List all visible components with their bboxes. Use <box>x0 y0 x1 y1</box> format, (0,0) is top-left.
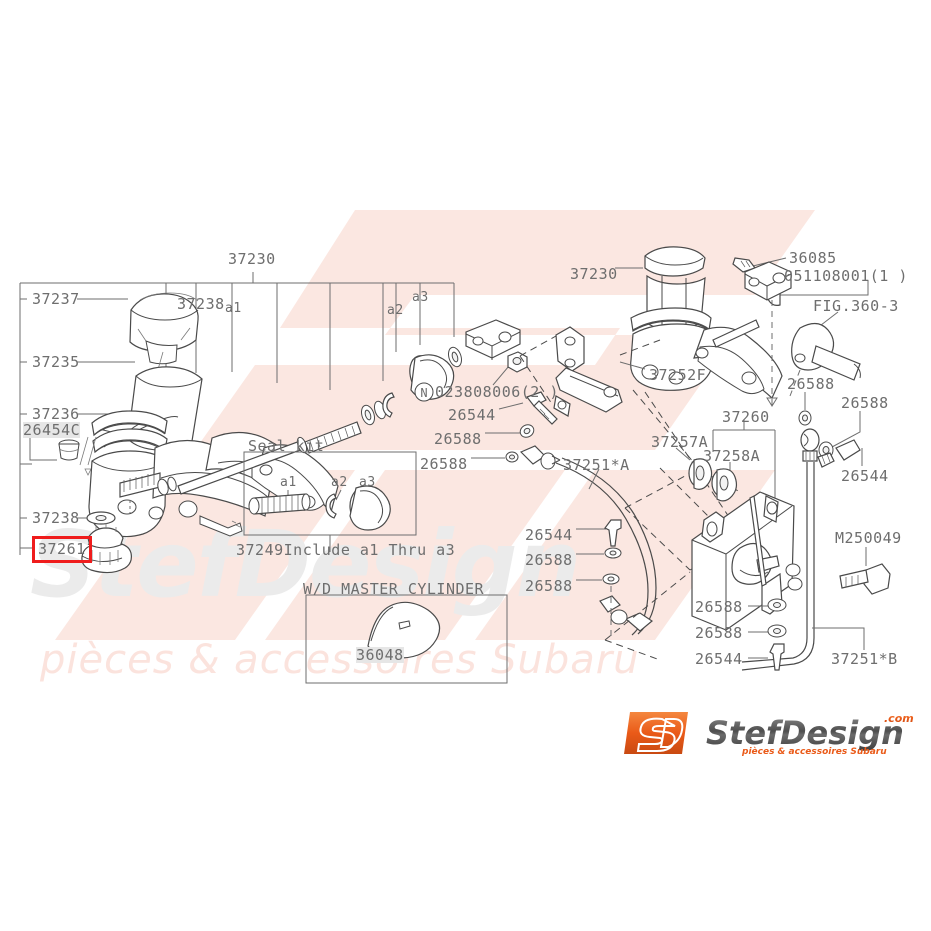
callout-37260: 37260 <box>722 408 770 426</box>
part-m250049-bolt <box>839 547 891 595</box>
part-26588-washer-a <box>485 424 535 438</box>
wd-master-cylinder-box <box>305 594 508 684</box>
callout-26588-g: 26588 <box>695 598 743 616</box>
callout-26588-c: 26588 <box>525 551 573 569</box>
part-26588-washer-c <box>576 547 622 559</box>
callout-37235: 37235 <box>32 353 80 371</box>
callout-37238-upper: 37238 <box>177 295 225 313</box>
logo-mark-sd <box>624 712 688 754</box>
callout-051108001: 051108001(1 ) <box>784 267 908 285</box>
part-26588-washer-g <box>748 598 787 612</box>
callout-fig-360-3: FIG.360-3 <box>813 297 899 315</box>
part-37237-reservoir-cap <box>77 292 199 365</box>
callout-37238-lower: 37238 <box>32 509 80 527</box>
part-26454c-cup <box>58 436 97 476</box>
callout-a3-sealkit: a3 <box>359 475 376 490</box>
callout-37236: 37236 <box>32 405 80 423</box>
part-37257a-bushing <box>675 447 713 490</box>
callout-26454c: 26454C <box>23 421 81 439</box>
part-37251a-clutch-hose <box>519 445 657 636</box>
part-26544-bolt-c <box>817 439 863 468</box>
callout-a2-sealkit: a2 <box>331 475 348 490</box>
svg-text:N: N <box>420 386 427 400</box>
stefdesign-logo[interactable]: StefDesign .com pièces & accessoires Sub… <box>622 706 922 760</box>
part-37251b-pipe <box>741 428 865 671</box>
part-26588-washer-d <box>576 573 620 640</box>
symbol-n-circle: N <box>414 382 434 402</box>
part-37230-clutch-master-cylinder-right <box>615 246 783 400</box>
callout-26588-a: 26588 <box>434 430 482 448</box>
logo-wordmark: StefDesign <box>706 714 904 752</box>
part-37236-seal-band <box>77 410 168 454</box>
part-051108001-clip <box>744 261 869 407</box>
part-37258a-bushing <box>711 462 738 502</box>
callout-seal-kit-title: Seal kit <box>248 437 325 455</box>
callout-37258a: 37258A <box>703 447 761 465</box>
logo-domain-suffix: .com <box>884 712 914 725</box>
part-26544-bolt-d <box>748 643 785 671</box>
part-26588-washer-h <box>748 624 787 638</box>
callout-26588-e: 26588 <box>787 375 835 393</box>
callout-26544-d: 26544 <box>695 650 743 668</box>
logo-tagline: pièces & accessoires Subaru <box>741 746 887 757</box>
callout-a3-upper: a3 <box>412 290 429 305</box>
part-37238-washer-lower <box>77 500 131 525</box>
callout-26588-h: 26588 <box>695 624 743 642</box>
part-023808006-nut <box>492 351 528 386</box>
part-37252f-bracket <box>519 326 661 417</box>
callout-37257a: 37257A <box>651 433 709 451</box>
part-fig-360-3-lever <box>789 311 861 397</box>
callout-26588-b: 26588 <box>420 455 468 473</box>
callout-37230-bracket: 37230 <box>228 250 276 268</box>
callout-37237: 37237 <box>32 290 80 308</box>
part-26588-washer-e <box>798 392 812 426</box>
bracket-37260 <box>712 420 776 498</box>
callout-26544-a: 26544 <box>448 406 496 424</box>
callout-26544-c: 26544 <box>841 467 889 485</box>
callout-a2-upper: a2 <box>387 303 404 318</box>
callout-023808006: 023808006(2 ) <box>435 383 559 401</box>
callout-a1-upper: a1 <box>225 301 242 316</box>
callout-37251-a: 37251*A <box>563 456 630 474</box>
callout-36048: 36048 <box>356 646 404 664</box>
callout-wd-master-cylinder: W/D MASTER CYLINDER <box>303 580 485 598</box>
part-26544-bolt-b <box>576 519 622 547</box>
callout-26588-d: 26588 <box>525 577 573 595</box>
part-26588-washer-b <box>471 451 519 463</box>
callout-26588-f: 26588 <box>841 394 889 412</box>
callout-36085: 36085 <box>789 249 837 267</box>
callout-37252f: 37252F <box>649 366 707 384</box>
callout-37249-note: 37249Include a1 Thru a3 <box>236 541 456 559</box>
callout-26544-b: 26544 <box>525 526 573 544</box>
callout-37230-cylinder: 37230 <box>570 265 618 283</box>
callout-a1-sealkit: a1 <box>280 475 297 490</box>
callout-37251-b: 37251*B <box>831 650 898 668</box>
callout-m250049: M250049 <box>835 529 902 547</box>
part-spacer-hose-junction <box>785 563 803 591</box>
part-pushrod-piston-assembly <box>119 319 521 498</box>
part-26544-bolt-a <box>498 391 558 425</box>
callout-37261-highlighted[interactable]: 37261 <box>32 536 92 563</box>
seal-kit-box <box>243 451 417 552</box>
part-clutch-pedal-bracket <box>691 491 795 631</box>
